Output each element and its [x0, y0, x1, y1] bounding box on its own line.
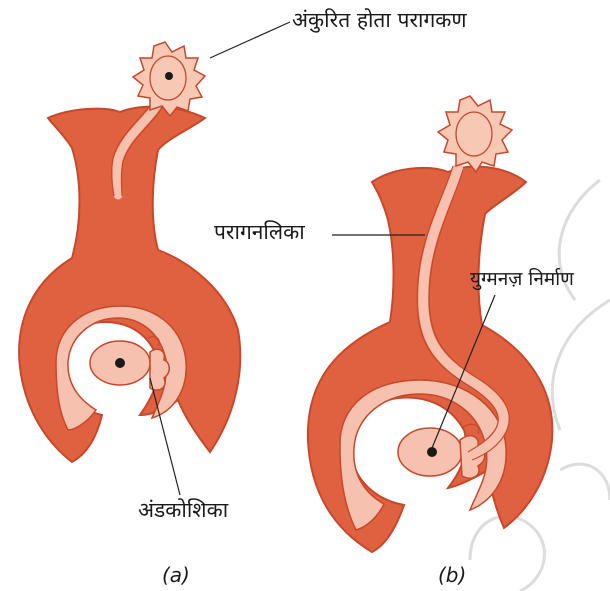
pistil-a-body	[19, 107, 240, 462]
label-germinating-pollen: अंकुरित होता परागकण	[292, 10, 467, 31]
label-zygote-formation: युग्मनज़ निर्माण	[470, 270, 574, 289]
leader-germinating-pollen	[210, 22, 290, 58]
egg-nucleus-a	[115, 358, 125, 368]
caption-b: (b)	[438, 565, 466, 585]
pollen-grain-b	[438, 96, 512, 172]
pollen-grain-a	[133, 42, 205, 116]
label-pollen-tube: परागनलिका	[214, 222, 305, 243]
pistil-a	[19, 42, 240, 462]
zygote-nucleus-b	[427, 447, 437, 457]
pistil-b	[308, 96, 552, 552]
label-ovule: अंडकोशिका	[138, 500, 228, 521]
caption-a: (a)	[162, 565, 190, 585]
